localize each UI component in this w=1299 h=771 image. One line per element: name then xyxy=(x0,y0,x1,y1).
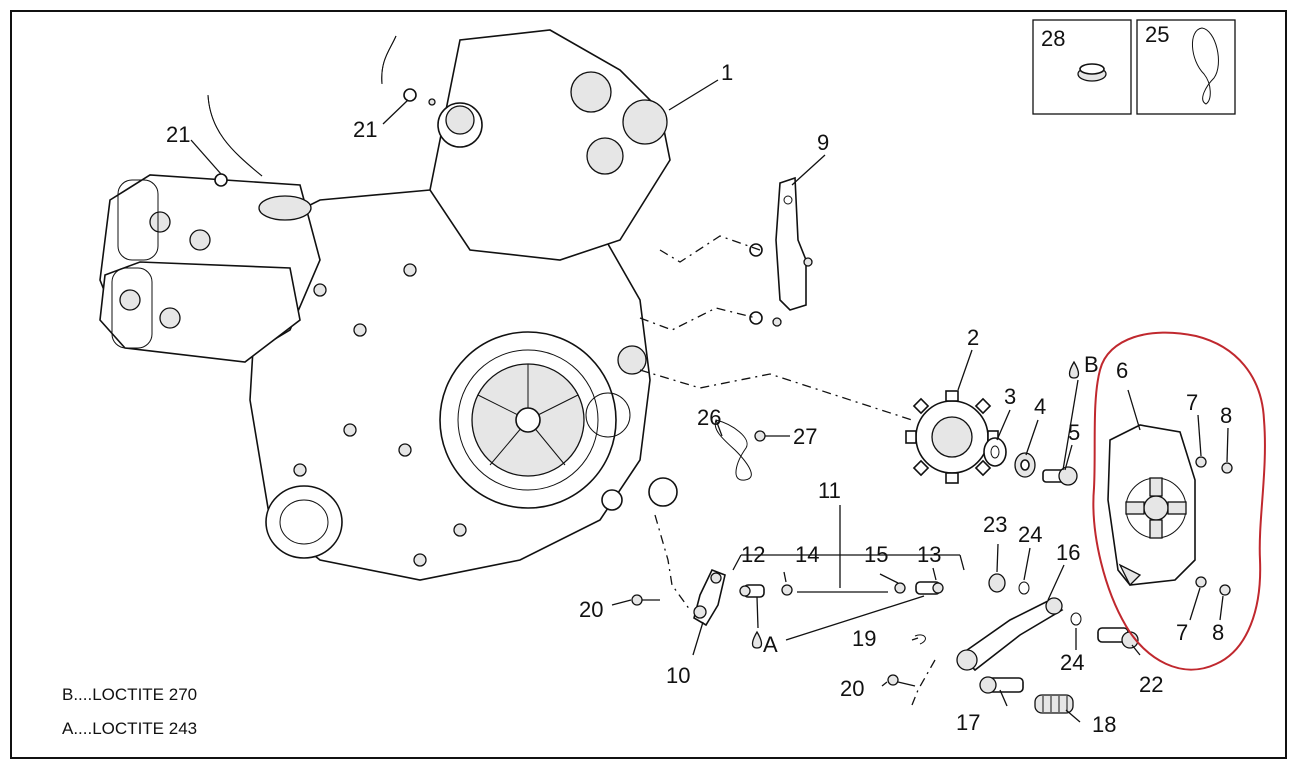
washer-23 xyxy=(988,573,1006,593)
callout-20-left: 20 xyxy=(579,597,603,622)
rubber-18 xyxy=(1034,694,1074,714)
callout-8-top: 8 xyxy=(1220,403,1232,428)
gear-pedal-16 xyxy=(956,597,1064,672)
pin-17 xyxy=(979,676,1024,694)
callout-28: 28 xyxy=(1041,26,1065,51)
legend-loctite-270: B....LOCTITE 270 xyxy=(62,685,197,704)
callout-21-top: 21 xyxy=(353,117,377,142)
callout-20-bottom: 20 xyxy=(840,676,864,701)
clip-19 xyxy=(914,634,926,645)
callout-7-top: 7 xyxy=(1186,390,1198,415)
engine-assembly xyxy=(99,29,678,581)
callout-12: 12 xyxy=(741,542,765,567)
screw-8-top xyxy=(1221,462,1233,474)
callout-25: 25 xyxy=(1145,22,1169,47)
assembly-lines xyxy=(639,235,936,706)
callout-2: 2 xyxy=(967,325,979,350)
inset-box-25 xyxy=(1136,19,1236,115)
adhesive-drop-icons xyxy=(751,360,1080,649)
adhesive-legend: B....LOCTITE 270 A....LOCTITE 243 xyxy=(62,685,197,738)
screw-8-bottom xyxy=(1219,584,1231,596)
callout-24-bottom: 24 xyxy=(1060,650,1084,675)
clip-26 xyxy=(714,419,752,481)
callout-19: 19 xyxy=(852,626,876,651)
o-ring-24-top xyxy=(1018,581,1030,595)
adhesive-label-a: A xyxy=(763,632,778,657)
sprocket-2 xyxy=(905,390,999,484)
pivot-bolt-22 xyxy=(1097,627,1139,649)
washer-7-bottom xyxy=(1195,576,1207,588)
callout-13: 13 xyxy=(917,542,941,567)
rod-end-12 xyxy=(739,584,765,598)
screw-20-top xyxy=(631,594,660,606)
callout-14: 14 xyxy=(795,542,819,567)
inset-box-28 xyxy=(1032,19,1132,115)
legend-loctite-243: A....LOCTITE 243 xyxy=(62,719,197,738)
callout-18: 18 xyxy=(1092,712,1116,737)
leader-lines xyxy=(190,79,1229,723)
callout-6: 6 xyxy=(1116,358,1128,383)
adhesive-label-b: B xyxy=(1084,352,1099,377)
bracket-9 xyxy=(749,176,813,327)
washer-4 xyxy=(1014,452,1036,478)
screw-20-bottom xyxy=(887,674,916,687)
callout-15: 15 xyxy=(864,542,888,567)
callout-8-bottom: 8 xyxy=(1212,620,1224,645)
callout-22: 22 xyxy=(1139,672,1163,697)
nut-15 xyxy=(894,582,906,594)
highlight-outline xyxy=(1092,331,1266,671)
bolt-5 xyxy=(1042,466,1078,486)
callout-24-top: 24 xyxy=(1018,522,1042,547)
nut-14 xyxy=(781,584,793,596)
callout-10: 10 xyxy=(666,663,690,688)
callout-1: 1 xyxy=(721,60,733,85)
callout-16: 16 xyxy=(1056,540,1080,565)
sprocket-cover-6 xyxy=(1107,424,1196,587)
callout-11: 11 xyxy=(818,478,841,503)
shift-lever-10 xyxy=(693,568,726,627)
callout-7-bottom: 7 xyxy=(1176,620,1188,645)
screw-27 xyxy=(754,430,790,442)
washer-3 xyxy=(983,437,1007,467)
callout-21-left: 21 xyxy=(166,122,190,147)
washer-7-top xyxy=(1195,456,1207,468)
callout-9: 9 xyxy=(817,130,829,155)
o-ring-24-bottom xyxy=(1070,612,1082,626)
callout-26: 26 xyxy=(697,405,721,430)
callout-labels: 28 25 1 9 21 21 2 3 4 5 B 6 7 8 7 8 26 2… xyxy=(166,22,1232,737)
callout-4: 4 xyxy=(1034,394,1046,419)
callout-23: 23 xyxy=(983,512,1007,537)
spring-clip-icon xyxy=(1191,27,1219,105)
callout-3: 3 xyxy=(1004,384,1016,409)
callout-27: 27 xyxy=(793,424,817,449)
callout-5: 5 xyxy=(1068,420,1080,445)
callout-17: 17 xyxy=(956,710,980,735)
rod-end-13 xyxy=(915,581,944,595)
